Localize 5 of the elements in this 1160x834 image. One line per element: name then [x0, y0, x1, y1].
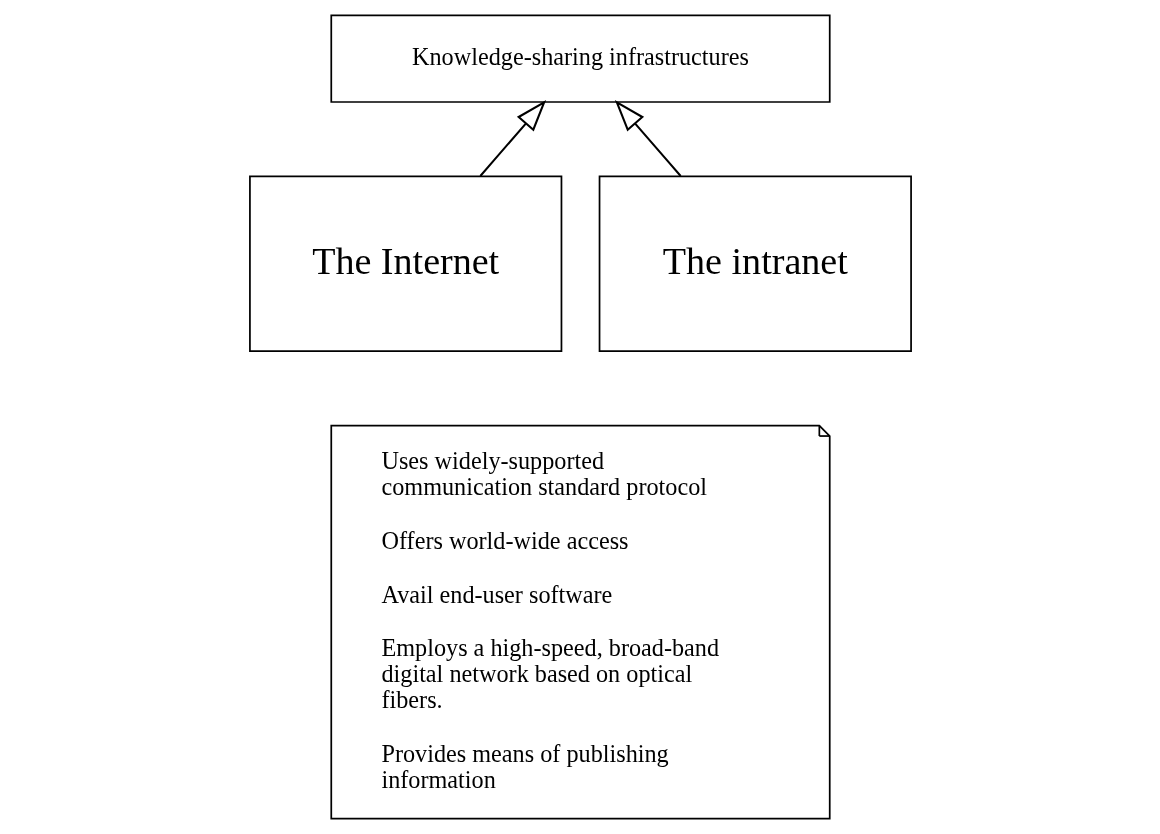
arrow: [479, 100, 546, 177]
node-box: Knowledge-sharing infrastructures: [329, 14, 831, 103]
arrow: [614, 100, 681, 177]
node-box: The intranet: [598, 175, 912, 353]
node-box: The Internet: [248, 175, 562, 353]
